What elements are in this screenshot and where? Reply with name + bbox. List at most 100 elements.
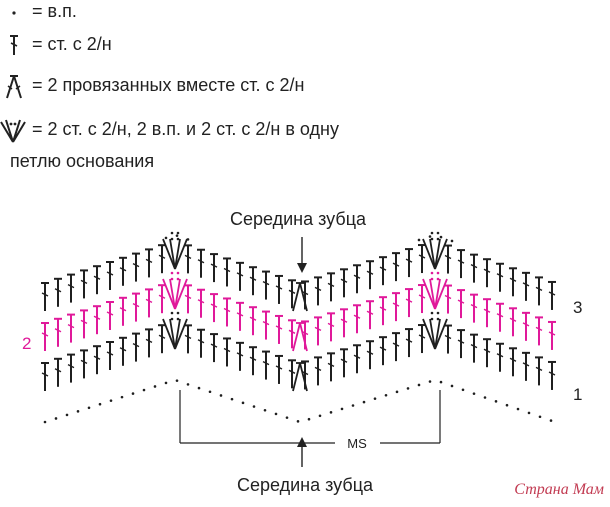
double-crochet-stitch <box>379 336 387 366</box>
double-crochet-stitch <box>418 324 426 354</box>
crochet-chart: Середина зубца MS Середина зубца 3 2 1 <box>22 209 582 495</box>
double-crochet-stitch <box>444 284 452 314</box>
double-crochet-stitch <box>54 357 62 387</box>
double-crochet-stitch <box>132 332 140 362</box>
double-crochet-stitch <box>405 288 413 318</box>
row-2-stitches <box>41 271 556 352</box>
double-crochet-stitch <box>379 296 387 326</box>
top-arrow <box>297 237 307 273</box>
double-crochet-stitch <box>158 284 166 314</box>
v-stitch-group <box>162 271 188 310</box>
double-crochet-stitch <box>54 317 62 347</box>
row-label-3: 3 <box>573 298 582 317</box>
double-crochet-stitch <box>457 289 465 319</box>
double-crochet-stitch <box>366 260 374 290</box>
double-crochet-stitch <box>197 328 205 358</box>
dc2tog-stitch <box>292 282 308 312</box>
row-label-1: 1 <box>573 385 582 404</box>
v-stitch-group <box>422 271 448 310</box>
double-crochet-stitch <box>41 282 49 311</box>
double-crochet-stitch <box>80 349 88 379</box>
double-crochet-stitch <box>223 337 231 367</box>
double-crochet-stitch <box>470 253 478 283</box>
double-crochet-stitch <box>41 362 49 391</box>
double-crochet-stitch <box>184 324 192 354</box>
double-crochet-stitch <box>314 316 322 346</box>
repeat-label: MS <box>347 436 367 451</box>
v-stitch-group <box>422 231 448 270</box>
v-stitch-group <box>162 311 188 350</box>
double-crochet-stitch <box>366 300 374 330</box>
double-crochet-stitch <box>444 244 452 274</box>
double-crochet-stitch <box>197 288 205 318</box>
double-crochet-stitch <box>80 309 88 339</box>
double-crochet-stitch <box>249 346 257 376</box>
double-crochet-stitch <box>314 276 322 306</box>
double-crochet-stitch <box>288 319 296 349</box>
double-crochet-stitch <box>522 311 530 341</box>
double-crochet-stitch <box>444 324 452 354</box>
double-crochet-stitch <box>145 328 153 358</box>
double-crochet-stitch <box>327 352 335 382</box>
double-crochet-stitch <box>262 350 270 380</box>
double-crochet-stitch <box>509 347 517 377</box>
double-crochet-stitch <box>496 262 504 292</box>
double-crochet-stitch <box>223 257 231 287</box>
double-crochet-stitch <box>67 273 75 303</box>
double-crochet-stitch <box>327 312 335 342</box>
v-stitch-group <box>162 231 188 270</box>
double-crochet-stitch <box>392 292 400 322</box>
double-crochet-stitch <box>41 322 49 351</box>
dc2tog-stitch <box>292 362 308 392</box>
double-crochet-stitch <box>223 297 231 327</box>
v-stitch-group-icon <box>0 118 28 149</box>
double-crochet-stitch <box>340 268 348 298</box>
foundation-chain <box>43 234 553 424</box>
legend-label: = ст. с 2/н <box>32 34 112 54</box>
top-middle-label: Середина зубца <box>230 209 367 229</box>
double-crochet-stitch <box>366 340 374 370</box>
double-crochet-stitch <box>535 276 543 306</box>
double-crochet-stitch <box>457 329 465 359</box>
double-crochet-stitch <box>119 256 127 286</box>
legend-label: = 2 ст. с 2/н, 2 в.п. и 2 ст. с 2/н в од… <box>32 119 339 139</box>
row-label-2: 2 <box>22 334 31 353</box>
double-crochet-stitch <box>288 359 296 389</box>
watermark-logo: Страна Мам <box>514 481 604 498</box>
double-crochet-stitch <box>470 293 478 323</box>
double-crochet-stitch <box>522 351 530 381</box>
double-crochet-stitch <box>249 306 257 336</box>
double-crochet-stitch <box>535 316 543 346</box>
double-crochet-stitch <box>236 261 244 291</box>
double-crochet-stitch <box>522 271 530 301</box>
double-crochet-stitch <box>54 277 62 307</box>
double-crochet-stitch <box>457 249 465 279</box>
chain-stitch-icon <box>2 0 26 27</box>
double-crochet-stitch <box>106 301 114 330</box>
double-crochet-stitch <box>132 252 140 282</box>
double-crochet-stitch <box>353 344 361 374</box>
double-crochet-stitch <box>405 248 413 278</box>
v-stitch-group <box>422 311 448 350</box>
double-crochet-stitch <box>379 256 387 286</box>
double-crochet-stitch <box>93 305 101 335</box>
double-crochet-stitch <box>93 265 101 295</box>
double-crochet-icon <box>2 33 26 62</box>
double-crochet-stitch <box>548 360 556 390</box>
double-crochet-stitch <box>418 244 426 274</box>
double-crochet-stitch <box>509 307 517 337</box>
double-crochet-stitch <box>535 356 543 386</box>
double-crochet-stitch <box>67 313 75 343</box>
double-crochet-stitch <box>275 314 283 344</box>
double-crochet-stitch <box>509 267 517 297</box>
double-crochet-stitch <box>67 353 75 383</box>
double-crochet-stitch <box>210 253 218 283</box>
double-crochet-stitch <box>262 310 270 340</box>
double-crochet-stitch <box>262 270 270 300</box>
double-crochet-stitch <box>184 284 192 314</box>
bottom-arrow <box>297 437 307 467</box>
double-crochet-stitch <box>353 264 361 294</box>
double-crochet-stitch <box>353 304 361 334</box>
double-crochet-stitch <box>236 341 244 371</box>
double-crochet-stitch <box>132 292 140 322</box>
